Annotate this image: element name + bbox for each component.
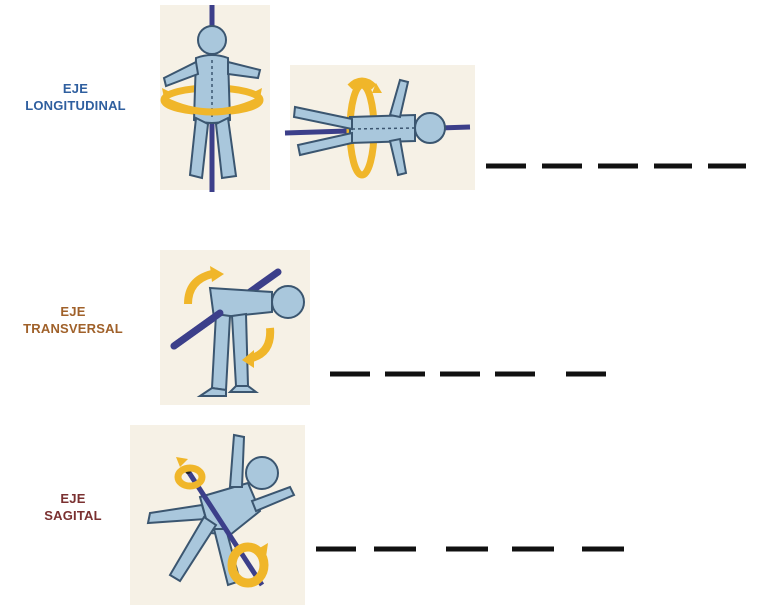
answer-blank-transversal (330, 368, 610, 380)
label-eje-transversal: EJE TRANSVERSAL (8, 303, 138, 337)
standing-figure-icon (150, 0, 275, 195)
label-eje-longitudinal: EJE LONGITUDINAL (8, 80, 143, 114)
label-line-1: EJE (8, 80, 143, 97)
label-line-2: TRANSVERSAL (8, 320, 138, 337)
label-line-2: LONGITUDINAL (8, 97, 143, 114)
label-line-1: EJE (8, 490, 138, 507)
answer-blank-sagital (316, 543, 628, 555)
lying-figure-icon (280, 55, 480, 195)
label-line-2: SAGITAL (8, 507, 138, 524)
answer-blank-longitudinal (486, 160, 762, 172)
bending-figure-icon (160, 240, 320, 410)
label-eje-sagital: EJE SAGITAL (8, 490, 138, 524)
cartwheel-figure-icon (130, 425, 310, 607)
label-line-1: EJE (8, 303, 138, 320)
